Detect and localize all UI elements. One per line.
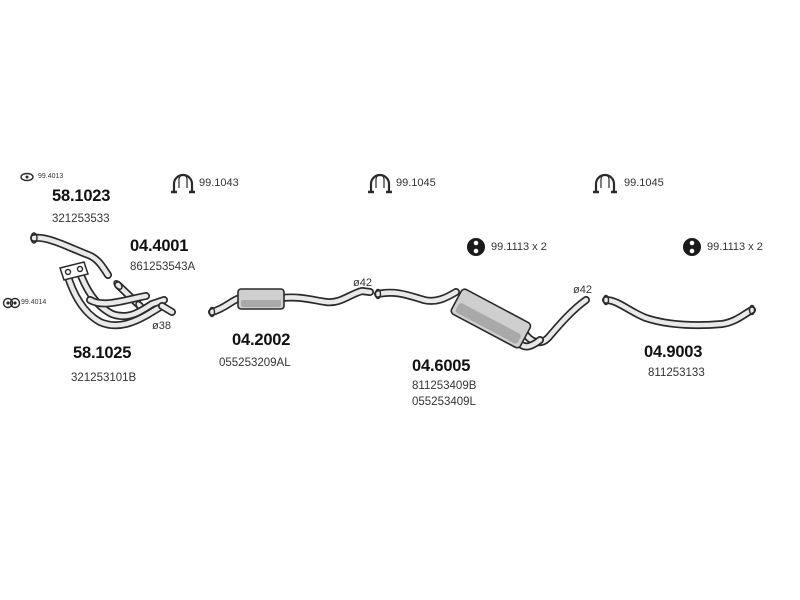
oem-number-321253533: 321253533 <box>52 213 110 225</box>
oem-number-861253543a: 861253543A <box>130 261 196 273</box>
tail-pipe-04-9003 <box>602 294 756 330</box>
accessory-code-99-1113: 99.1113 x 2 <box>707 241 763 253</box>
part-number-58-1023: 58.1023 <box>52 187 111 205</box>
front-muffler-04-2002 <box>208 287 374 318</box>
diameter-label-38: ø38 <box>152 320 171 332</box>
downpipe-58-1025 <box>59 261 176 330</box>
part-number-04-2002: 04.2002 <box>232 331 291 349</box>
part-number-04-9003: 04.9003 <box>644 343 703 361</box>
front-pipe-58-1023 <box>30 232 112 279</box>
part-number-04-6005: 04.6005 <box>412 357 471 375</box>
gasket-icon <box>2 297 21 309</box>
oem-number-811253409b: 811253409B <box>412 380 477 392</box>
part-number-04-4001: 04.4001 <box>130 237 189 255</box>
diameter-label-42: ø42 <box>353 277 372 289</box>
diameter-label-42: ø42 <box>573 284 592 296</box>
oem-number-811253133: 811253133 <box>648 367 705 379</box>
accessory-code-99-1045: 99.1045 <box>396 177 436 189</box>
accessory-code-99-1113: 99.1113 x 2 <box>491 241 547 253</box>
accessory-code-99-4013: 99.4013 <box>38 173 64 180</box>
accessory-code-99-1043: 99.1043 <box>199 177 239 189</box>
oem-number-055253409l: 055253409L <box>412 396 476 408</box>
clamp-icon <box>368 173 392 194</box>
accessory-code-99-1045: 99.1045 <box>624 177 664 189</box>
clamp-icon <box>171 173 195 194</box>
connector-pipe-04-4001 <box>113 280 145 311</box>
part-number-58-1025: 58.1025 <box>73 344 132 362</box>
rubber-hanger-icon <box>683 238 701 256</box>
oem-number-055253209al: 055253209AL <box>219 357 291 369</box>
oem-number-321253101b: 321253101B <box>71 372 137 384</box>
accessory-code-99-4014: 99.4014 <box>21 299 47 306</box>
clamp-icon <box>593 173 617 194</box>
middle-muffler-04-6005 <box>374 288 590 351</box>
rubber-hanger-icon <box>467 238 485 256</box>
ring-icon <box>20 172 34 182</box>
